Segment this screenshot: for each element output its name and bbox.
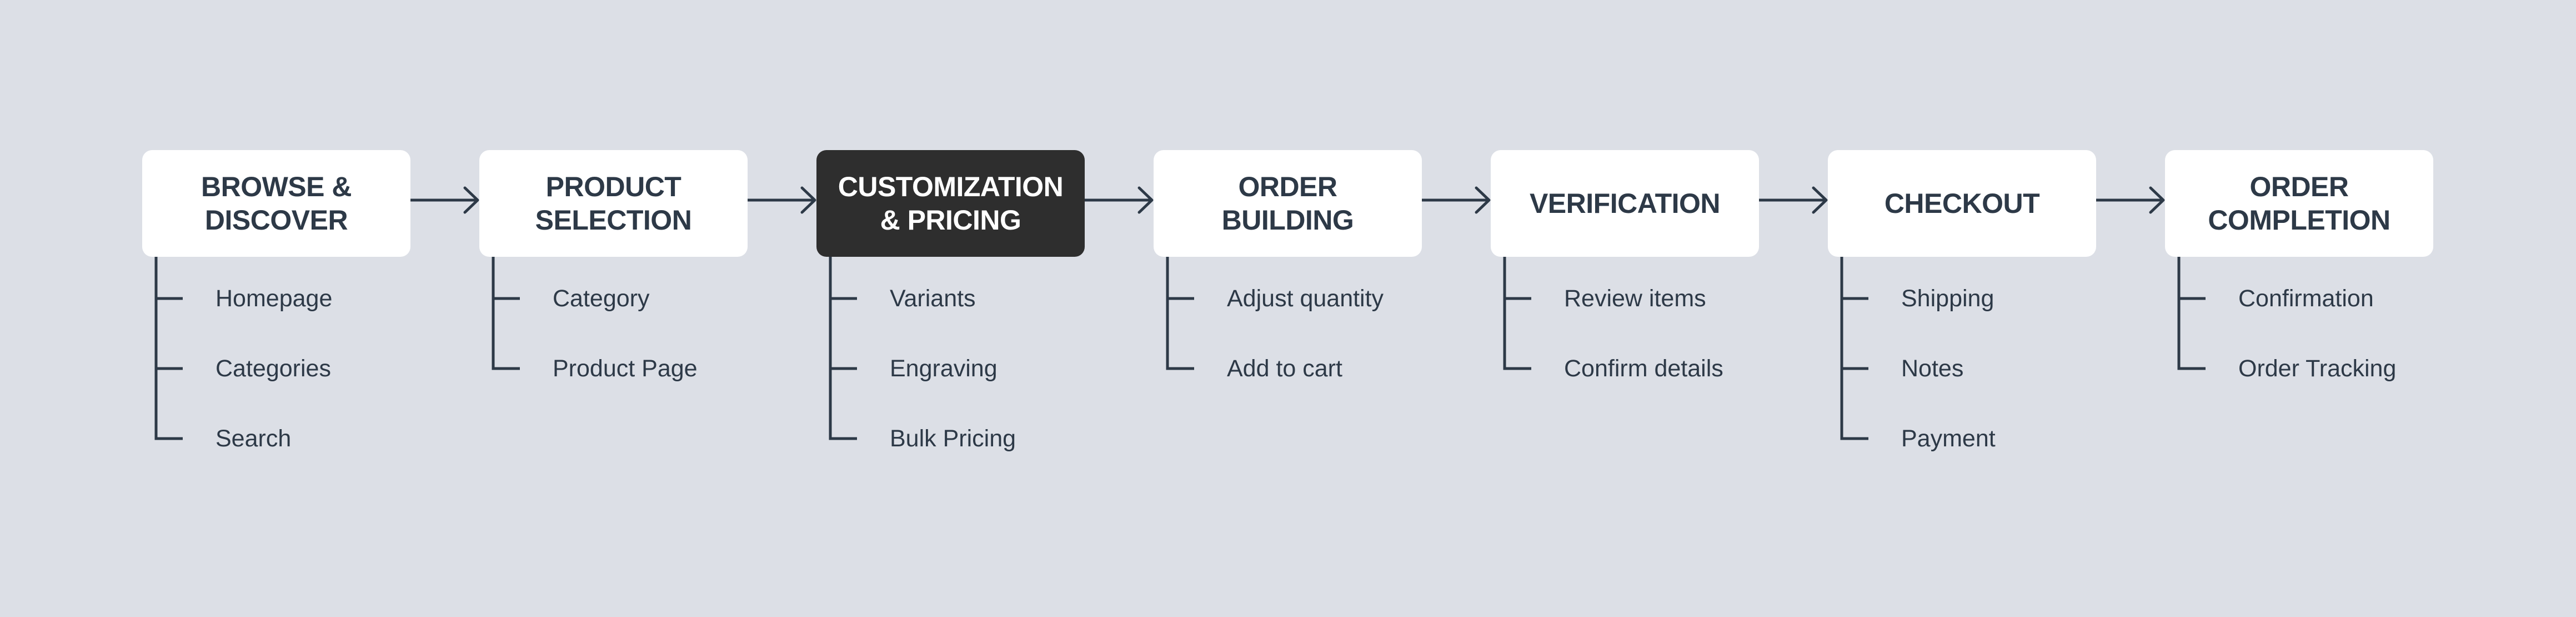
- step-title: ORDER COMPLETION: [2208, 171, 2390, 236]
- step-title: VERIFICATION: [1529, 188, 1721, 219]
- arrow-head-icon: [1137, 186, 1154, 214]
- arrow-head-icon: [800, 186, 816, 214]
- sub-item-label: Order Tracking: [2238, 355, 2397, 382]
- sub-item-label: Categories: [215, 355, 331, 382]
- step-box: VERIFICATION: [1491, 150, 1759, 257]
- step-title: ORDER BUILDING: [1221, 171, 1354, 236]
- sub-item-label: Homepage: [215, 285, 333, 312]
- sub-item-label: Shipping: [1901, 285, 1994, 312]
- step-box: CHECKOUT: [1828, 150, 2096, 257]
- sub-item-label: Category: [553, 285, 650, 312]
- sub-item-label: Review items: [1564, 285, 1706, 312]
- arrow-head-icon: [1475, 186, 1491, 214]
- arrow-head-icon: [463, 186, 479, 214]
- step-box: ORDER COMPLETION: [2165, 150, 2433, 257]
- sub-item-label: Confirm details: [1564, 355, 1723, 382]
- sub-item-label: Add to cart: [1227, 355, 1342, 382]
- step-title: CUSTOMIZATION & PRICING: [838, 171, 1064, 236]
- step-box: CUSTOMIZATION & PRICING: [816, 150, 1085, 257]
- sub-item-label: Adjust quantity: [1227, 285, 1384, 312]
- arrow-head-icon: [1812, 186, 1828, 214]
- step-title: PRODUCT SELECTION: [535, 171, 692, 236]
- step-box: ORDER BUILDING: [1154, 150, 1422, 257]
- step-box: PRODUCT SELECTION: [479, 150, 748, 257]
- step-title: BROWSE & DISCOVER: [201, 171, 352, 236]
- arrow-head-icon: [2149, 186, 2165, 214]
- sub-item-label: Engraving: [890, 355, 998, 382]
- sub-item-label: Notes: [1901, 355, 1964, 382]
- sub-item-label: Search: [215, 425, 292, 452]
- sub-item-label: Bulk Pricing: [890, 425, 1016, 452]
- step-box: BROWSE & DISCOVER: [142, 150, 410, 257]
- sub-item-label: Product Page: [553, 355, 698, 382]
- step-title: CHECKOUT: [1884, 188, 2040, 219]
- sub-item-label: Payment: [1901, 425, 1996, 452]
- sub-item-label: Variants: [890, 285, 976, 312]
- sub-item-label: Confirmation: [2238, 285, 2374, 312]
